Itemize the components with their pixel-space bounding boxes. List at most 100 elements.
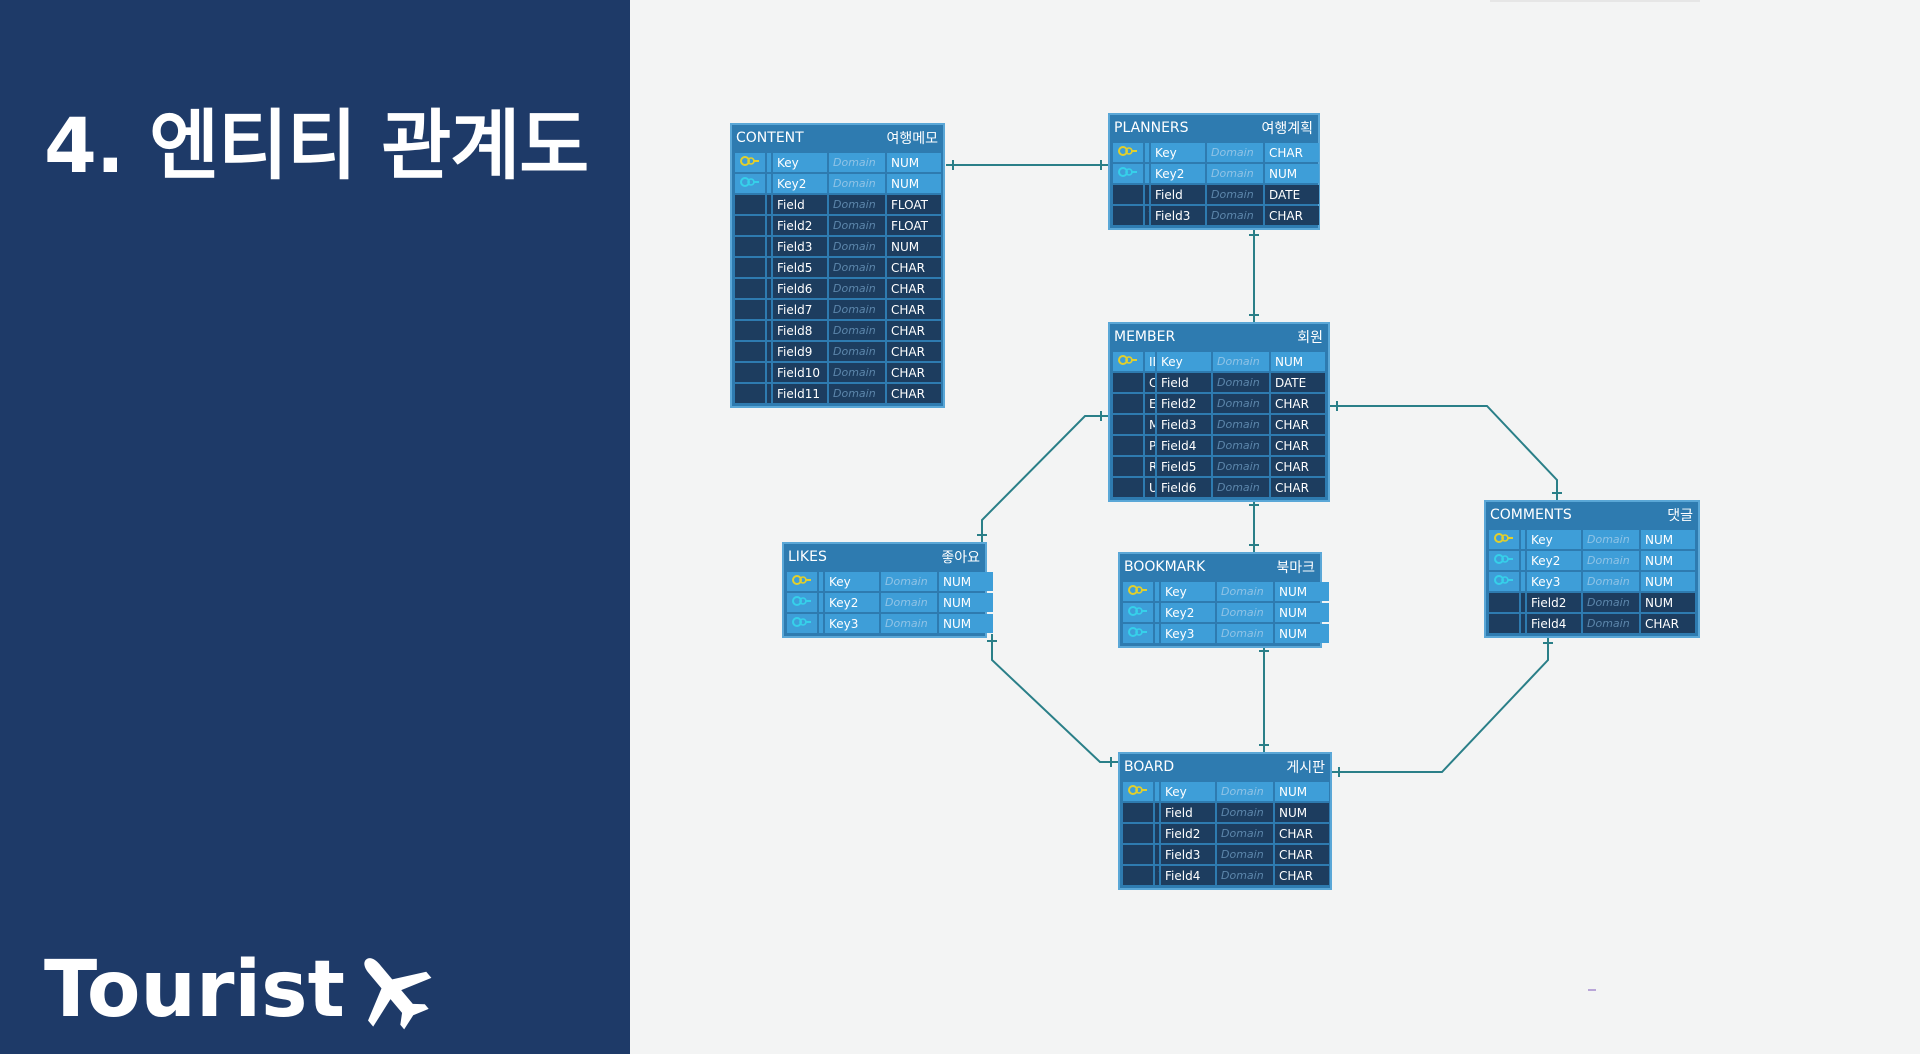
entity-row[interactable]: PLANNER_IDKey2DomainNUM — [735, 174, 941, 193]
field-domain: Domain — [829, 174, 885, 193]
field-domain: Domain — [829, 258, 885, 277]
key-cell — [1113, 457, 1143, 476]
entity-row[interactable]: REALNAMEField5DomainCHAR — [1113, 457, 1325, 476]
entity-row[interactable]: CREATE_DATEFieldDomainDATE — [1113, 185, 1319, 204]
entity-row[interactable]: PLACE_IDField3DomainNUM — [735, 237, 941, 256]
field-name: CONTENT_ID — [1155, 803, 1159, 822]
entity-bookmark[interactable]: BOOKMARK북마크IDKeyDomainNUMMEMBER_IDKey2Do… — [1118, 552, 1329, 648]
entity-row[interactable]: BOARD_IDKeyDomainNUM — [1123, 782, 1329, 801]
faint-mark — [1588, 989, 1596, 991]
entity-row[interactable]: MEMOField6DomainCHAR — [735, 279, 941, 298]
field-domain: Domain — [829, 279, 885, 298]
entity-row[interactable]: XFieldDomainFLOAT — [735, 195, 941, 214]
entity-row[interactable]: BOARD_IDKey3DomainNUM — [787, 614, 993, 633]
field-type: Key3 — [1527, 572, 1581, 591]
entity-name: MEMBER — [1114, 329, 1176, 345]
entity-board[interactable]: BOARD게시판BOARD_IDKeyDomainNUMCONTENT_IDFi… — [1118, 752, 1332, 890]
relationship-line-likes-board — [991, 634, 1118, 763]
field-name: URL — [767, 384, 771, 403]
entity-row[interactable]: LIKE_IDKeyDomainNUM — [787, 572, 993, 591]
field-domain: Domain — [1207, 143, 1263, 162]
key-cell — [1113, 436, 1143, 455]
entity-likes[interactable]: LIKES좋아요LIKE_IDKeyDomainNUMMEMBER_IDKey2… — [782, 542, 993, 638]
field-domain: Domain — [829, 195, 885, 214]
entity-planners[interactable]: PLANNERS여행계획IDKeyDomainCHARMEMBER_IDKey2… — [1108, 113, 1320, 230]
field-type: Field3 — [1157, 415, 1211, 434]
entity-row[interactable]: ROAD_ADDRESSField9DomainCHAR — [735, 342, 941, 361]
entity-row[interactable]: IMAGEField3DomainCHAR — [1123, 845, 1329, 864]
entity-row[interactable]: YField2DomainFLOAT — [735, 216, 941, 235]
key-cell — [1123, 803, 1153, 822]
field-datatype: NUM — [1275, 803, 1329, 822]
field-domain: Domain — [1213, 373, 1269, 392]
field-datatype: NUM — [939, 593, 993, 612]
field-datatype: NUM — [887, 174, 941, 193]
entity-row[interactable]: PASSWORDField4DomainCHAR — [1113, 436, 1325, 455]
field-datatype: NUM — [1275, 624, 1329, 643]
primary-key-icon — [1128, 784, 1148, 799]
entity-row[interactable]: PLACE_NAMEField8DomainCHAR — [735, 321, 941, 340]
field-name: COMMENT_ID — [1521, 530, 1525, 549]
key-cell — [735, 237, 765, 256]
entity-row[interactable]: TITLEField4DomainCHAR — [1123, 866, 1329, 885]
field-type: Key — [1161, 782, 1215, 801]
entity-row[interactable]: BOARD_IDKey3DomainNUM — [1489, 572, 1695, 591]
entity-row[interactable]: MEMBER_IDKey2DomainNUM — [1123, 603, 1329, 622]
field-type: Key2 — [1151, 164, 1205, 183]
key-cell — [1113, 352, 1143, 371]
entity-row[interactable]: MEMBER_TYPEField3DomainCHAR — [1113, 415, 1325, 434]
entity-row[interactable]: COMMENT_TEXTField4DomainCHAR — [1489, 614, 1695, 633]
key-cell — [1489, 551, 1519, 570]
field-domain: Domain — [829, 342, 885, 361]
field-name: USERNAME — [1145, 478, 1155, 497]
field-name: MEMBER_ID — [1521, 551, 1525, 570]
field-datatype: NUM — [887, 153, 941, 172]
field-domain: Domain — [1583, 530, 1639, 549]
field-datatype: NUM — [1641, 593, 1695, 612]
field-domain: Domain — [1217, 803, 1273, 822]
entity-name: LIKES — [788, 549, 827, 565]
field-type: Field — [1161, 803, 1215, 822]
field-name: CONTENT_ID — [1521, 593, 1525, 612]
entity-row[interactable]: MEMBER_IDKey2DomainNUM — [1489, 551, 1695, 570]
field-datatype: NUM — [1641, 530, 1695, 549]
entity-row[interactable]: EMAILField2DomainCHAR — [1113, 394, 1325, 413]
entity-row[interactable]: COMMENT_IDKeyDomainNUM — [1489, 530, 1695, 549]
field-name: PHONE — [767, 300, 771, 319]
primary-key-icon — [1118, 145, 1138, 160]
entity-row[interactable]: IDKeyDomainNUM — [1113, 352, 1325, 371]
entity-row[interactable]: USERNAMEField6DomainCHAR — [1113, 478, 1325, 497]
entity-row[interactable]: ADDRESSField5DomainCHAR — [735, 258, 941, 277]
entity-row[interactable]: CONTENT_IDField2DomainNUM — [1489, 593, 1695, 612]
entity-member[interactable]: MEMBER회원IDKeyDomainNUMCREATE_DATEFieldDo… — [1108, 322, 1330, 502]
entity-content[interactable]: CONTENT여행메모IDKeyDomainNUMPLANNER_IDKey2D… — [730, 123, 945, 408]
entity-row[interactable]: IDKeyDomainNUM — [1123, 582, 1329, 601]
key-cell — [1113, 164, 1143, 183]
field-datatype: NUM — [939, 572, 993, 591]
field-type: Field5 — [1157, 457, 1211, 476]
entity-row[interactable]: URLField11DomainCHAR — [735, 384, 941, 403]
entity-row[interactable]: ADDRESSField2DomainCHAR — [1123, 824, 1329, 843]
field-datatype: NUM — [1275, 582, 1329, 601]
entity-row[interactable]: PHONEField7DomainCHAR — [735, 300, 941, 319]
entity-row[interactable]: IDKeyDomainNUM — [735, 153, 941, 172]
foreign-key-icon — [1128, 605, 1148, 620]
entity-row[interactable]: CONTENT_IDFieldDomainNUM — [1123, 803, 1329, 822]
entity-row[interactable]: TOURLIST_DATEField10DomainCHAR — [735, 363, 941, 382]
entity-row[interactable]: BOARD_IDKey3DomainNUM — [1123, 624, 1329, 643]
field-domain: Domain — [1583, 614, 1639, 633]
field-datatype: CHAR — [1271, 478, 1325, 497]
field-type: Key — [773, 153, 827, 172]
field-datatype: CHAR — [887, 321, 941, 340]
field-name: X — [767, 195, 771, 214]
entity-row[interactable]: MEMBER_IDKey2DomainNUM — [787, 593, 993, 612]
entity-row[interactable]: IDKeyDomainCHAR — [1113, 143, 1319, 162]
field-domain: Domain — [1207, 206, 1263, 225]
entity-row[interactable]: CREATE_DATEFieldDomainDATE — [1113, 373, 1325, 392]
entity-row[interactable]: MEMBER_IDKey2DomainNUM — [1113, 164, 1319, 183]
entity-row[interactable]: TITLEField3DomainCHAR — [1113, 206, 1319, 225]
field-name: MEMBER_TYPE — [1145, 415, 1155, 434]
key-cell — [1489, 593, 1519, 612]
